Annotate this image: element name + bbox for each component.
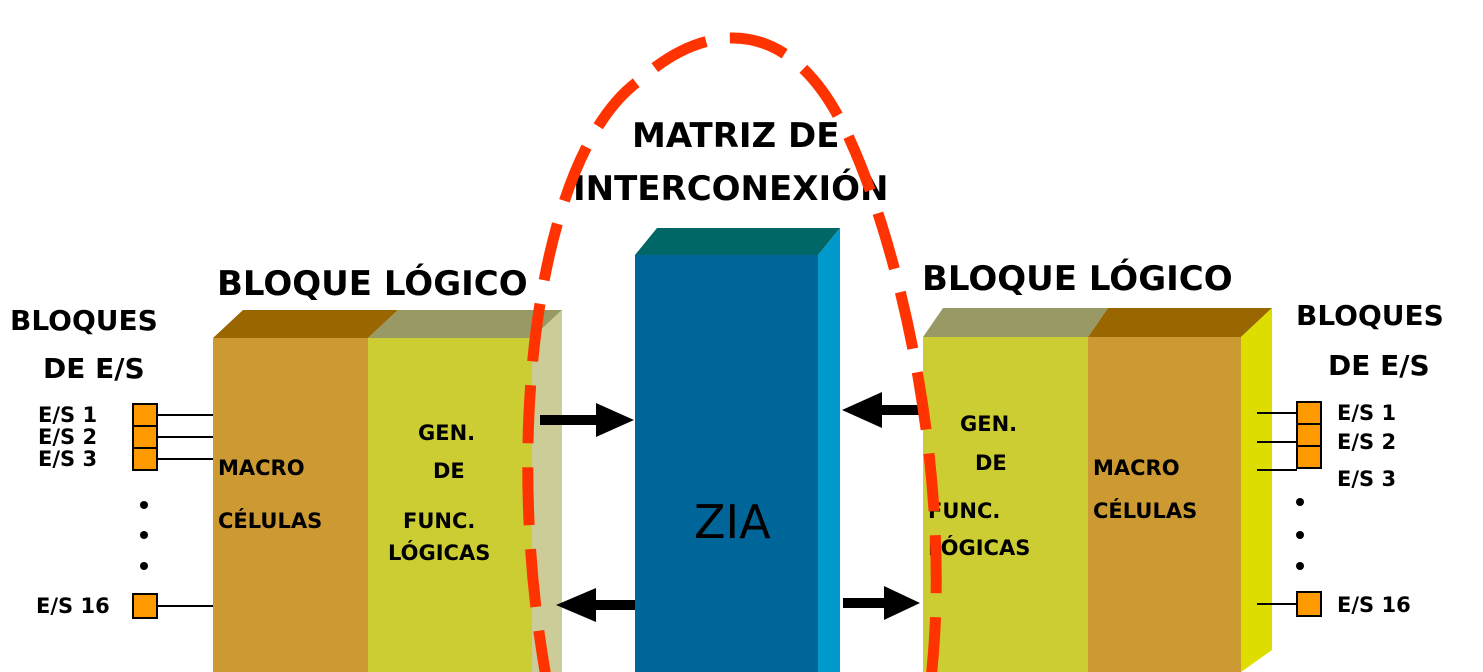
left-logic-block: MACRO CÉLULAS GEN. DE FUNC. LÓGICAS — [213, 310, 562, 672]
left-io-heading: BLOQUES — [10, 304, 158, 337]
zia-block: ZIA — [635, 228, 840, 672]
zia-label: ZIA — [694, 495, 771, 549]
zia-top-face — [635, 228, 840, 255]
right-io-heading: BLOQUES — [1296, 299, 1444, 332]
io-port-label: E/S 2 — [1337, 430, 1396, 454]
left-gen-top-face — [368, 310, 562, 338]
io-port-box — [132, 403, 158, 427]
right-gen-top-face — [923, 308, 1108, 337]
left-gen-label: DE — [433, 459, 465, 483]
io-port-box — [1296, 445, 1322, 469]
right-gen-label: FUNC. — [928, 499, 1000, 523]
ellipsis-dot — [1296, 498, 1304, 506]
right-function-generator-face — [923, 337, 1088, 672]
io-port-label: E/S 1 — [1337, 401, 1396, 425]
io-port-box — [1296, 401, 1322, 425]
io-port-label: E/S 1 — [38, 403, 97, 427]
right-gen-label: DE — [975, 451, 1007, 475]
io-port-box — [132, 425, 158, 449]
right-macro-label: MACRO — [1093, 456, 1180, 480]
left-side-face — [532, 310, 562, 672]
left-macro-top-face — [213, 310, 398, 338]
io-port-label: E/S 16 — [1337, 593, 1411, 617]
left-macro-label: MACRO — [218, 456, 305, 480]
io-port-label: E/S 3 — [38, 447, 97, 471]
left-macro-cells-face — [213, 338, 368, 672]
right-io-heading: DE E/S — [1328, 349, 1430, 382]
ellipsis-dot — [140, 531, 148, 539]
left-gen-label: GEN. — [418, 421, 475, 445]
io-port-label: E/S 16 — [36, 594, 110, 618]
right-gen-label: LÓGICAS — [928, 535, 1030, 560]
right-side-face — [1241, 308, 1272, 672]
arrow-zia-to-left-block — [556, 588, 635, 622]
ellipsis-dot — [140, 562, 148, 570]
highlight-dashed-loop — [522, 32, 942, 672]
connection-arrows — [540, 392, 923, 622]
ellipsis-dot — [1296, 562, 1304, 570]
io-port-box — [132, 447, 158, 471]
right-logic-block: GEN. DE FUNC. LÓGICAS MACRO CÉLULAS — [923, 308, 1272, 672]
ellipsis-dot — [1296, 531, 1304, 539]
right-macro-cells-face — [1088, 337, 1241, 672]
left-logic-block-heading: BLOQUE LÓGICO — [217, 263, 528, 304]
io-port-box — [1296, 423, 1322, 447]
left-function-generator-face — [368, 338, 532, 672]
left-gen-label: FUNC. — [403, 509, 475, 533]
io-port-label: E/S 2 — [38, 425, 97, 449]
left-macro-label: CÉLULAS — [218, 508, 322, 533]
ellipsis-dot — [140, 501, 148, 509]
arrow-left-block-to-zia — [540, 403, 634, 437]
left-gen-label: LÓGICAS — [388, 540, 490, 565]
zia-side-face — [818, 228, 840, 672]
right-logic-block-heading: BLOQUE LÓGICO — [922, 258, 1233, 299]
right-gen-label: GEN. — [960, 412, 1017, 436]
left-io-heading: DE E/S — [43, 352, 145, 385]
io-port-box — [1296, 591, 1322, 617]
io-port-label: E/S 3 — [1337, 467, 1396, 491]
right-macro-top-face — [1088, 308, 1272, 337]
arrow-right-block-to-zia — [842, 392, 923, 428]
zia-front-face — [635, 255, 818, 672]
diagram-title-line2: INTERCONEXIÓN — [573, 168, 888, 209]
io-port-box — [132, 593, 158, 619]
right-macro-label: CÉLULAS — [1093, 498, 1197, 523]
diagram-title-line1: MATRIZ DE — [632, 116, 839, 156]
left-io-ports: E/S 1 E/S 2 E/S 3 E/S 16 — [36, 403, 213, 619]
arrow-zia-to-right-block — [843, 586, 920, 620]
right-io-ports: E/S 1 E/S 2 E/S 3 E/S 16 — [1257, 401, 1411, 617]
